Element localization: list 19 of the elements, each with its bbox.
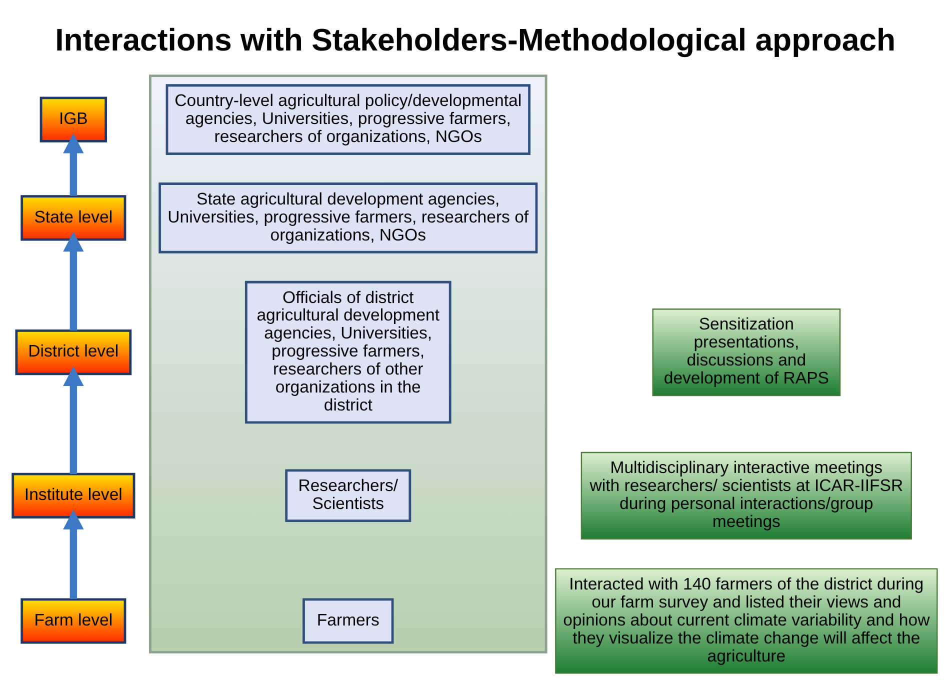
node-box: Multidisciplinary interactive meetings with researchers/ scientists at ICAR-IIFSR during personal interactions/group meetings	[580, 452, 912, 540]
cluster	[149, 74, 548, 654]
node-box: Officials of district agricultural development agencies, Universities, progressive farmers, researchers of other organizations in the district	[244, 280, 452, 424]
arrow	[63, 510, 84, 599]
node-box: Researchers/ Scientists	[285, 469, 412, 522]
arrow	[63, 366, 84, 474]
node-box: State level	[20, 195, 126, 241]
node-box: IGB	[40, 96, 107, 142]
node-box: Institute level	[12, 472, 136, 518]
diagram-title: Interactions with Stakeholders-Methodological approach	[55, 22, 896, 58]
node-box: Country-level agricultural policy/developmental agencies, Universities, progressive farmers, researchers of organizations, NGOs	[166, 84, 530, 155]
node-box: Farm level	[20, 598, 126, 644]
arrow	[63, 232, 84, 330]
node-box: Interacted with 140 farmers of the district during our farm survey and listed their views and opinions about current climate variability and how they visualize the climate change will affect the agriculture	[555, 568, 938, 674]
node-box: Farmers	[302, 598, 394, 644]
node-box: State agricultural development agencies, Universities, progressive farmers, researchers of organizations, NGOs	[158, 182, 538, 254]
node-box: Sensitization presentations, discussions and development of RAPS	[652, 308, 841, 396]
node-box: District level	[15, 330, 132, 376]
arrow	[63, 133, 84, 196]
